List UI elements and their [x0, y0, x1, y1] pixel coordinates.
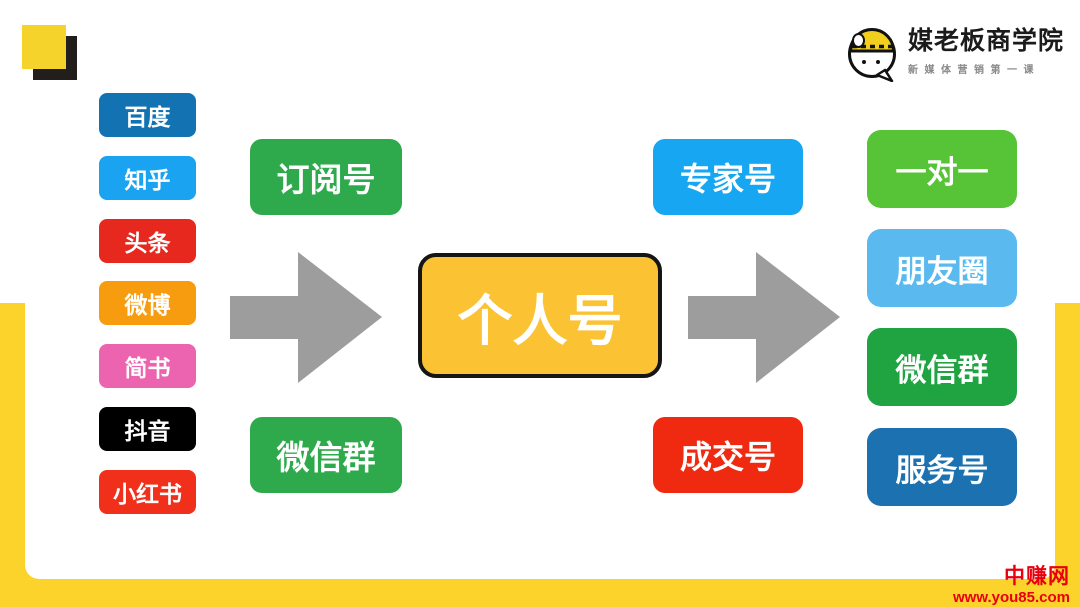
service-account-node: 服务号	[867, 428, 1017, 506]
watermark: 中赚网 www.you85.com	[953, 566, 1070, 605]
wechat-group-node-right: 微信群	[867, 328, 1017, 406]
watermark-site-url: www.you85.com	[953, 589, 1070, 606]
arrow-right-icon	[230, 252, 382, 383]
expert-account-node: 专家号	[653, 139, 803, 215]
wechat-group-node-left: 微信群	[250, 417, 402, 493]
platform-badge-baidu: 百度	[99, 93, 196, 137]
platform-badge-jianshu: 简书	[99, 344, 196, 388]
platform-badge-zhihu: 知乎	[99, 156, 196, 200]
helmet-chat-face-icon	[847, 28, 896, 82]
moments-node: 朋友圈	[867, 229, 1017, 307]
platform-badge-xiaohongshu: 小红书	[99, 470, 196, 514]
logo-tagline: 新媒体营销第一课	[907, 64, 1040, 76]
deco-yellow-square	[22, 25, 66, 69]
platform-badge-weibo: 微博	[99, 281, 196, 325]
logo-title: 媒老板商学院	[907, 27, 1064, 55]
subscription-account-node: 订阅号	[250, 139, 402, 215]
platform-badge-toutiao: 头条	[99, 219, 196, 263]
logo-text: 媒老板商学院 新媒体营销第一课	[907, 20, 1064, 76]
one-on-one-node: 一对一	[867, 130, 1017, 208]
platform-badge-douyin: 抖音	[99, 407, 196, 451]
arrow-right-icon	[688, 252, 840, 383]
deal-account-node: 成交号	[653, 417, 803, 493]
personal-account-node: 个人号	[418, 253, 662, 378]
watermark-site-name: 中赚网	[1004, 565, 1070, 588]
brand-logo: 媒老板商学院 新媒体营销第一课	[845, 20, 1064, 82]
